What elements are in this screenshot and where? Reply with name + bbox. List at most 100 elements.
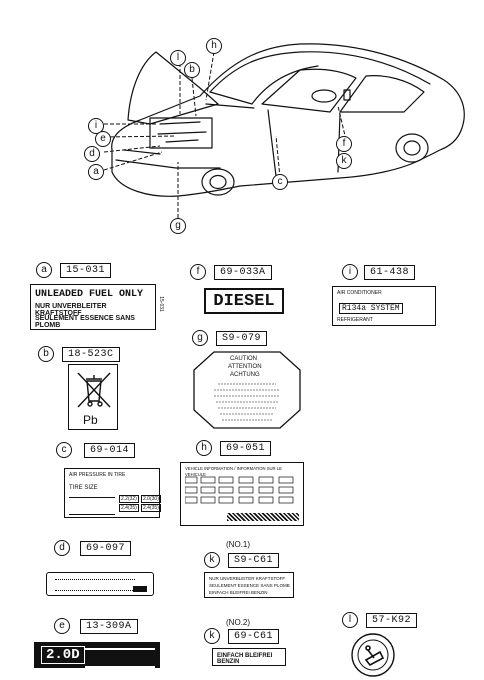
callout-l-diagram: l	[170, 50, 186, 66]
label-k1: NUR UNVERBLEITER KRAFTSTOFF SEULEMENT ES…	[204, 572, 294, 598]
label-d	[46, 572, 154, 596]
car-door-line	[267, 109, 277, 177]
callout-a: a	[36, 262, 52, 278]
label-k2: EINFACH BLEIFREI BENZIN	[212, 648, 286, 666]
label-k1-l3: EINFACH BLEIFREI BENZIN	[209, 590, 268, 595]
label-unleaded-fuel: UNLEADED FUEL ONLY NUR UNVERBLEITER KRAF…	[30, 284, 164, 330]
rear-wheel	[395, 133, 429, 163]
car-rear-window	[339, 75, 425, 113]
engine-bay	[149, 117, 213, 149]
callout-a-diagram: a	[88, 164, 104, 180]
callout-c-diagram: c	[272, 174, 288, 190]
label-vehicle-info: VEHICLE INFORMATION / INFORMATION SUR LE…	[180, 462, 304, 526]
part-number-g: S9-079	[216, 331, 268, 346]
label-h-title: VEHICLE INFORMATION / INFORMATION SUR LE…	[185, 466, 282, 477]
part-number-e: 13-309A	[80, 619, 138, 634]
label-d-lines	[55, 579, 135, 591]
label-a-line2: NUR UNVERBLEITER KRAFTSTOFF	[35, 303, 107, 317]
car-headlight	[123, 149, 161, 155]
part-number-i: 61-438	[364, 265, 416, 280]
leader-a	[103, 151, 163, 171]
callout-h-diagram: h	[206, 38, 222, 54]
part-number-h: 69-051	[220, 441, 272, 456]
label-tire-pressure: AIR PRESSURE IN TIRE TIRE SIZE 2.2(32) 2…	[64, 468, 161, 518]
label-c-title: AIR PRESSURE IN TIRE	[69, 472, 126, 478]
callout-b-diagram: b	[184, 62, 200, 78]
callout-h: h	[196, 440, 212, 456]
part-number-k1: S9-C61	[228, 553, 280, 568]
label-airbag-seat	[351, 633, 395, 677]
label-k1-l2: SEULEMENT ESSENCE SANS PLOMB	[209, 583, 290, 588]
label-recycle: Pb	[68, 364, 118, 430]
label-i-l1: AIR CONDITIONER	[337, 290, 382, 296]
label-a-line3: SEULEMENT ESSENCE SANS PLOMB	[35, 315, 135, 329]
label-c-cell4: 2.4(35)	[141, 504, 161, 512]
label-2-0d-badge: 2.0D	[34, 642, 160, 668]
child-seat-icon	[364, 645, 385, 667]
label-a-side: 15-031	[158, 296, 165, 312]
part-number-c: 69-014	[84, 443, 136, 458]
callout-d-diagram: d	[84, 146, 100, 162]
label-g-l2: ATTENTION	[228, 364, 262, 370]
variant-k2: (NO.2)	[226, 618, 250, 627]
label-caution-octagon	[193, 351, 301, 429]
label-a-line1: UNLEADED FUEL ONLY	[35, 289, 144, 300]
callout-g: g	[192, 330, 208, 346]
label-h-grid	[185, 476, 294, 504]
part-number-f: 69-033A	[214, 265, 272, 280]
part-number-l: 57-K92	[366, 613, 418, 628]
car-side-window	[261, 68, 357, 113]
callout-k2: k	[204, 628, 220, 644]
label-h-hatch	[227, 513, 299, 521]
label-e-logo: 2.0D	[41, 646, 85, 664]
label-c-tire-size: TIRE SIZE	[69, 485, 98, 491]
fuel-door	[311, 89, 337, 103]
callout-g-diagram: g	[170, 218, 186, 234]
car-roof	[209, 51, 431, 93]
callout-f-diagram: f	[336, 136, 352, 152]
label-i-l3: REFRIGERANT	[337, 317, 373, 323]
label-g-l1: CAUTION	[230, 356, 257, 362]
leader-e	[103, 135, 177, 138]
label-air-conditioner: AIR CONDITIONER R134a SYSTEM REFRIGERANT	[332, 286, 436, 326]
front-wheel	[201, 168, 235, 196]
car-windshield	[209, 65, 319, 105]
callout-e-diagram: e	[95, 131, 111, 147]
label-b-pb: Pb	[83, 413, 98, 427]
label-k2-text: EINFACH BLEIFREI BENZIN	[217, 653, 273, 665]
variant-k1: (NO.1)	[226, 540, 250, 549]
leader-c	[275, 135, 281, 179]
callout-d: d	[54, 540, 70, 556]
callout-l: l	[342, 612, 358, 628]
leader-d	[103, 145, 161, 153]
callout-i: i	[342, 264, 358, 280]
part-number-k2: 69-C61	[228, 629, 280, 644]
callout-c: c	[56, 442, 72, 458]
callout-e: e	[54, 618, 70, 634]
label-e-stripes	[85, 648, 155, 668]
part-number-a: 15-031	[60, 263, 112, 278]
label-g-l3: ACHTUNG	[230, 372, 260, 378]
label-c-cell2: 2.0(30)	[141, 495, 161, 503]
leader-b	[191, 77, 197, 117]
label-c-cell1: 2.2(32)	[119, 495, 139, 503]
label-d-box	[133, 586, 147, 592]
label-k1-l1: NUR UNVERBLEITER KRAFTSTOFF	[209, 576, 286, 581]
label-c-cell3: 2.4(35)	[119, 504, 139, 512]
callout-k1: k	[204, 552, 220, 568]
car-body-outline	[111, 43, 465, 197]
part-number-d: 69-097	[80, 541, 132, 556]
leader-h	[205, 51, 215, 101]
label-c-rows	[69, 497, 115, 515]
car-bumper	[115, 159, 221, 169]
label-f-text: DIESEL	[213, 292, 275, 311]
car-open-hood	[127, 51, 219, 125]
callout-k-diagram: k	[336, 153, 352, 169]
label-diesel: DIESEL	[204, 288, 284, 314]
car-diagram	[103, 43, 465, 218]
callout-b: b	[38, 346, 54, 362]
part-number-b: 18-523C	[62, 347, 120, 362]
label-i-l2: R134a SYSTEM	[339, 303, 403, 314]
callout-f: f	[190, 264, 206, 280]
crossed-bin-icon	[77, 372, 111, 408]
